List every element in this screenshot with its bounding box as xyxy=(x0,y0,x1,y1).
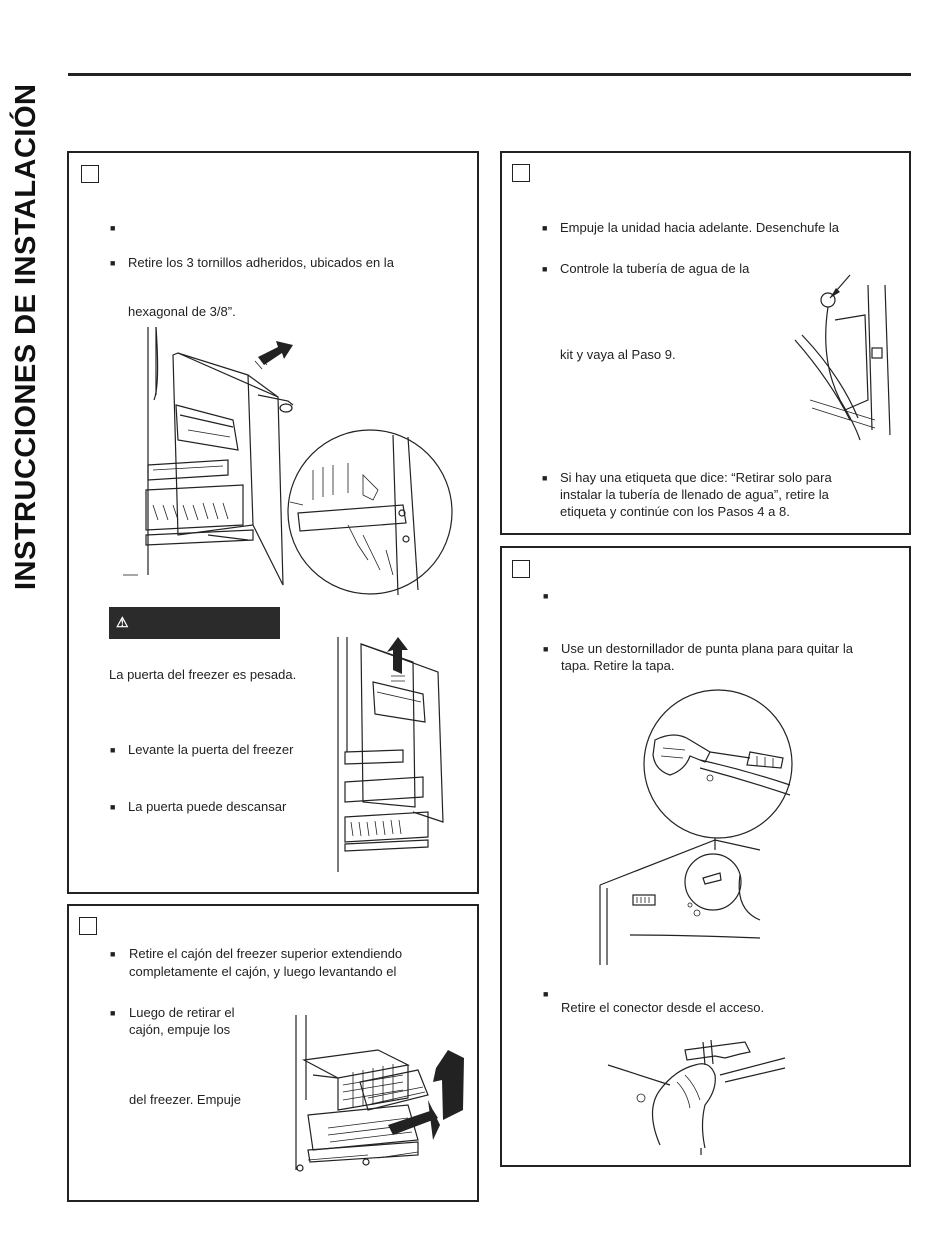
warning-banner: ⚠ xyxy=(109,607,280,639)
bullet-text: Use un destornillador de punta plana par… xyxy=(561,641,853,656)
bullet-text-continued: Retire el conector desde el acceso. xyxy=(561,1000,765,1015)
step-panel-remove-drawer xyxy=(67,904,479,1202)
bullet-text-continued: cajón, empuje los xyxy=(129,1022,231,1037)
step-number-box xyxy=(512,560,530,578)
bullet-text-continued: hexagonal de 3/8”. xyxy=(128,304,236,319)
bullet-icon: ■ xyxy=(543,591,549,601)
bullet-icon: ■ xyxy=(110,258,116,268)
bullet-text: Si hay una etiqueta que dice: “Retirar s… xyxy=(560,470,832,485)
screwdriver-cover-illustration xyxy=(599,689,793,965)
bullet-text: Retire los 3 tornillos adheridos, ubicad… xyxy=(128,255,394,270)
bullet-icon: ■ xyxy=(543,989,549,999)
bullet-text: Levante la puerta del freezer xyxy=(128,742,294,757)
header-rule xyxy=(68,73,911,76)
bullet-icon: ■ xyxy=(542,223,548,233)
drawer-removal-illustration xyxy=(295,1015,464,1172)
warning-icon: ⚠ xyxy=(116,614,129,630)
bullet-icon: ■ xyxy=(110,949,116,959)
section-title: INSTRUCCIONES DE INSTALACIÓN xyxy=(10,83,42,590)
step-panel-check-water-line xyxy=(500,151,911,535)
bullet-text-continued: instalar la tubería de llenado de agua”,… xyxy=(560,487,829,502)
bullet-text: Luego de retirar el xyxy=(129,1005,235,1020)
warning-text: La puerta del freezer es pesada. xyxy=(109,667,297,682)
bullet-text-continued: kit y vaya al Paso 9. xyxy=(560,347,676,362)
bullet-icon: ■ xyxy=(110,1008,116,1018)
bullet-text: Retire el cajón del freezer superior ext… xyxy=(129,946,403,961)
bullet-icon: ■ xyxy=(542,264,548,274)
bullet-icon: ■ xyxy=(110,223,116,233)
bullet-text-continued: etiqueta y continúe con los Pasos 4 a 8. xyxy=(560,504,790,519)
freezer-door-illustration xyxy=(123,326,453,596)
step-number-box xyxy=(79,917,97,935)
step-number-box xyxy=(81,165,99,183)
step-panel-remove-cover xyxy=(500,546,911,1167)
bullet-text: La puerta puede descansar xyxy=(128,799,287,814)
bullet-text: Empuje la unidad hacia adelante. Desench… xyxy=(560,220,839,235)
step-panel-remove-door xyxy=(67,151,479,894)
bullet-icon: ■ xyxy=(110,745,116,755)
water-line-illustration xyxy=(794,274,891,441)
bullet-text-continued: del freezer. Empuje xyxy=(129,1092,242,1107)
bullet-icon: ■ xyxy=(542,473,548,483)
lift-door-illustration xyxy=(337,637,444,872)
bullet-text: Controle la tubería de agua de la xyxy=(560,261,750,276)
connector-removal-illustration xyxy=(607,1039,786,1155)
bullet-text-continued: completamente el cajón, y luego levantan… xyxy=(129,964,397,979)
bullet-icon: ■ xyxy=(543,644,549,654)
bullet-icon: ■ xyxy=(110,802,116,812)
step-number-box xyxy=(512,164,530,182)
bullet-text-continued: tapa. Retire la tapa. xyxy=(561,658,675,673)
